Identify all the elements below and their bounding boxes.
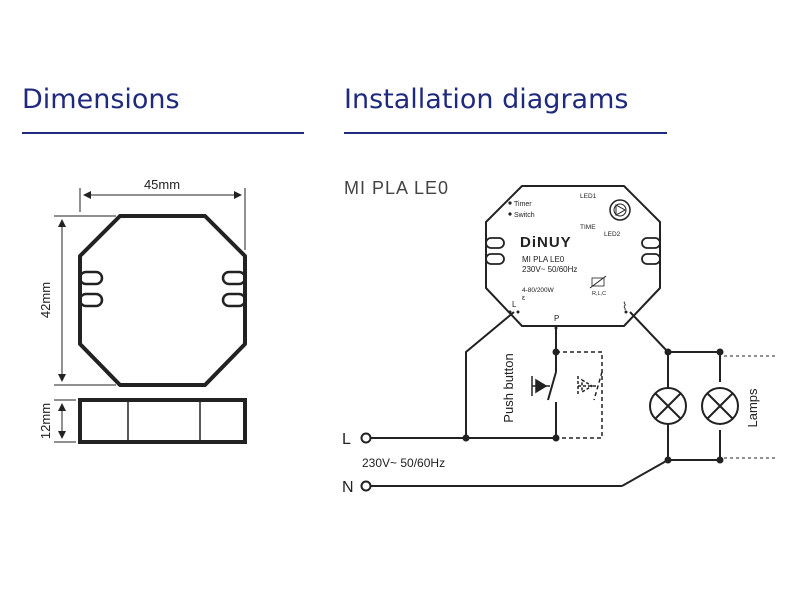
device-slot-2	[485, 253, 505, 265]
device-model: MI PLA LE0	[522, 255, 565, 264]
neutral-label: N	[342, 479, 354, 496]
line-terminal	[360, 432, 372, 444]
dimensions-title: Dimensions	[22, 84, 180, 115]
device-outline-top	[78, 214, 247, 387]
device-power: 4-80/200W	[522, 287, 555, 294]
terminal-p-label: P	[554, 314, 559, 323]
neutral-terminal	[360, 480, 372, 492]
brand-logo: DiNUY	[520, 234, 572, 251]
led1-label: LED1	[580, 193, 597, 200]
installation-title: Installation diagrams	[344, 84, 629, 115]
slot-right-lower	[221, 292, 247, 308]
timer-label: Timer	[514, 201, 532, 208]
supply-label: 230V~ 50/60Hz	[362, 456, 445, 470]
load-icon	[591, 277, 605, 287]
time-knob-icon	[609, 199, 631, 221]
lamp-1-icon	[649, 387, 687, 425]
push-button-label: Push button	[501, 353, 516, 422]
lamps	[649, 387, 739, 460]
slot-left-upper	[78, 270, 104, 286]
dimension-side-view	[54, 398, 247, 444]
slot-right-upper	[221, 270, 247, 286]
device-epsilon: ε	[522, 295, 525, 302]
depth-label: 12mm	[38, 403, 53, 439]
device-slot-3	[641, 237, 661, 249]
junction-dots	[462, 348, 724, 464]
width-label: 45mm	[144, 177, 180, 192]
terminal-load-symbol: ⌇	[622, 301, 627, 313]
lamps-bracket	[724, 355, 778, 459]
push-button-icon	[531, 376, 550, 396]
led2-label: LED2	[604, 231, 621, 238]
device-slot-1	[485, 237, 505, 249]
device-slot-4	[641, 253, 661, 265]
extra-push-button-wiring	[556, 351, 603, 439]
device-body	[485, 185, 661, 327]
switch-label: Switch	[514, 212, 535, 219]
slot-left-lower	[78, 292, 104, 308]
dimensions-underline	[22, 132, 304, 134]
height-label: 42mm	[38, 282, 53, 318]
dimension-top-view	[54, 188, 247, 387]
model-heading: MI PLA LE0	[344, 178, 449, 198]
device-rating: 230V~ 50/60Hz	[522, 265, 577, 274]
device-outline-side	[78, 398, 247, 444]
lamp-2-icon	[701, 387, 739, 425]
device-load-type: R,L,C	[592, 291, 606, 297]
installation-underline	[344, 132, 667, 134]
line-label: L	[342, 431, 351, 448]
extra-push-button-icon	[577, 376, 596, 396]
time-label: TIME	[580, 224, 596, 231]
lamps-label: Lamps	[745, 388, 760, 428]
terminal-l-label: L	[512, 300, 517, 309]
